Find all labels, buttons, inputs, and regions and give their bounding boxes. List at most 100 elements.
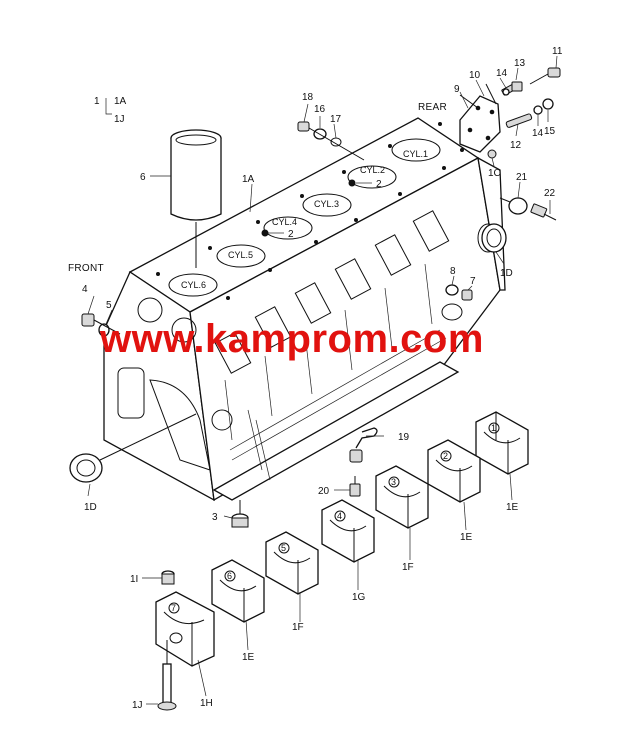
callout-1j: 1J <box>132 700 143 711</box>
callout-1a: 1A <box>242 174 255 185</box>
callout-1c: 1C <box>488 168 501 179</box>
cylinder-block <box>103 117 506 502</box>
main-bearing-cap-6: 6 <box>211 559 265 623</box>
callout-11: 11 <box>552 46 563 57</box>
callout-14-top: 14 <box>496 68 508 79</box>
callout-16: 16 <box>314 104 326 115</box>
cap-number: 4 <box>337 511 342 521</box>
plug-2-marker <box>261 229 269 237</box>
callout-1e-left: 1E <box>242 652 255 663</box>
callout-19: 19 <box>398 432 410 443</box>
callout-21: 21 <box>516 172 528 183</box>
callout-1f-left: 1F <box>292 622 304 633</box>
callout-20: 20 <box>318 486 330 497</box>
front-label: FRONT <box>68 263 104 274</box>
callout-1f-right: 1F <box>402 562 414 573</box>
callout-4: 4 <box>82 284 88 295</box>
rear-fittings <box>485 67 561 128</box>
callout-8: 8 <box>450 266 456 277</box>
callout-1e-mid: 1E <box>460 532 473 543</box>
rear-label: REAR <box>418 102 447 113</box>
cam-bushing-front <box>69 413 197 483</box>
main-bearing-cap-7: 7 <box>155 591 215 667</box>
bolt-spacer-21-22 <box>499 197 557 221</box>
callout-5: 5 <box>106 300 112 311</box>
range-to: 1J <box>114 114 125 125</box>
bore-4 <box>263 216 313 240</box>
piston-cooling-nozzle <box>349 427 378 497</box>
callout-22: 22 <box>544 188 556 199</box>
callout-10: 10 <box>469 70 481 81</box>
block-pan-rail <box>212 361 460 501</box>
range-from: 1A <box>114 96 127 107</box>
callout-18: 18 <box>302 92 314 103</box>
callout-15: 15 <box>544 126 556 137</box>
callout-1g: 1G <box>352 592 366 603</box>
bore-5 <box>216 244 266 268</box>
bore-6 <box>168 273 218 297</box>
range-start: 1 <box>94 96 100 107</box>
plug-seal-4-5 <box>81 313 121 337</box>
callout-6: 6 <box>140 172 146 183</box>
front-ribs <box>247 409 271 481</box>
drain-plug-3 <box>231 500 249 528</box>
main-bearing-cap-3: 3 <box>375 465 429 529</box>
callout-1e-right: 1E <box>506 502 519 513</box>
callout-12: 12 <box>510 140 522 151</box>
callout-1h: 1H <box>200 698 213 709</box>
callout-14-bottom: 14 <box>532 128 544 139</box>
front-bore-upper <box>137 297 163 323</box>
cylinder-label-6: CYL.6 <box>181 280 206 290</box>
rear-flange-plate <box>459 94 501 153</box>
main-bearing-cap-5: 5 <box>265 531 319 595</box>
front-gallery <box>117 367 145 419</box>
cylinder-label-2: CYL.2 <box>360 165 385 175</box>
callout-2-upper: 2 <box>376 179 382 190</box>
bore-3 <box>302 193 352 217</box>
watermark-text: www.kamprom.com <box>99 317 484 361</box>
plug-seal-set <box>297 121 365 161</box>
cap-bolt-1j <box>157 640 177 711</box>
callout-7: 7 <box>470 276 476 287</box>
cap-number: 7 <box>171 603 176 613</box>
cap-number: 5 <box>281 543 286 553</box>
plug-1c <box>487 149 497 159</box>
cylinder-liner <box>170 129 222 268</box>
callout-1d-rear: 1D <box>500 268 513 279</box>
callout-3: 3 <box>212 512 218 523</box>
front-bore-upper-2 <box>171 317 197 343</box>
callout-17: 17 <box>330 114 342 125</box>
cylinder-label-3: CYL.3 <box>314 199 339 209</box>
block-front-face <box>103 271 215 502</box>
side-windows <box>214 210 450 374</box>
rear-side-bore <box>441 303 463 321</box>
callout-1i: 1I <box>130 574 138 585</box>
bore-2 <box>347 165 397 189</box>
cap-number: 6 <box>227 571 232 581</box>
cap-number: 2 <box>443 451 448 461</box>
deck-bolt-holes <box>156 122 464 300</box>
plug-2-marker <box>348 179 356 187</box>
callout-1d-front: 1D <box>84 502 97 513</box>
callout-2-lower: 2 <box>288 229 294 240</box>
cap-number: 1 <box>491 423 496 433</box>
cam-bushing-rear <box>481 223 507 253</box>
callout-13: 13 <box>514 58 526 69</box>
bearing-webs <box>224 263 447 461</box>
main-bearing-cap-4: 4 <box>321 499 375 563</box>
dowel-1i <box>161 570 175 585</box>
bore-1 <box>391 138 441 162</box>
callout-9: 9 <box>454 84 460 95</box>
cap-number: 3 <box>391 477 396 487</box>
cylinder-label-4: CYL.4 <box>272 217 297 227</box>
front-seal-bore <box>211 409 233 431</box>
main-bearing-cap-2: 2 <box>427 439 481 503</box>
cylinder-label-1: CYL.1 <box>403 149 428 159</box>
cylinder-label-5: CYL.5 <box>228 250 253 260</box>
main-bearing-cap-1: 1 <box>475 411 529 475</box>
front-web <box>149 379 211 471</box>
leader-lines <box>87 55 558 705</box>
main-bearing-caps: 1 2 3 4 5 <box>155 411 529 667</box>
